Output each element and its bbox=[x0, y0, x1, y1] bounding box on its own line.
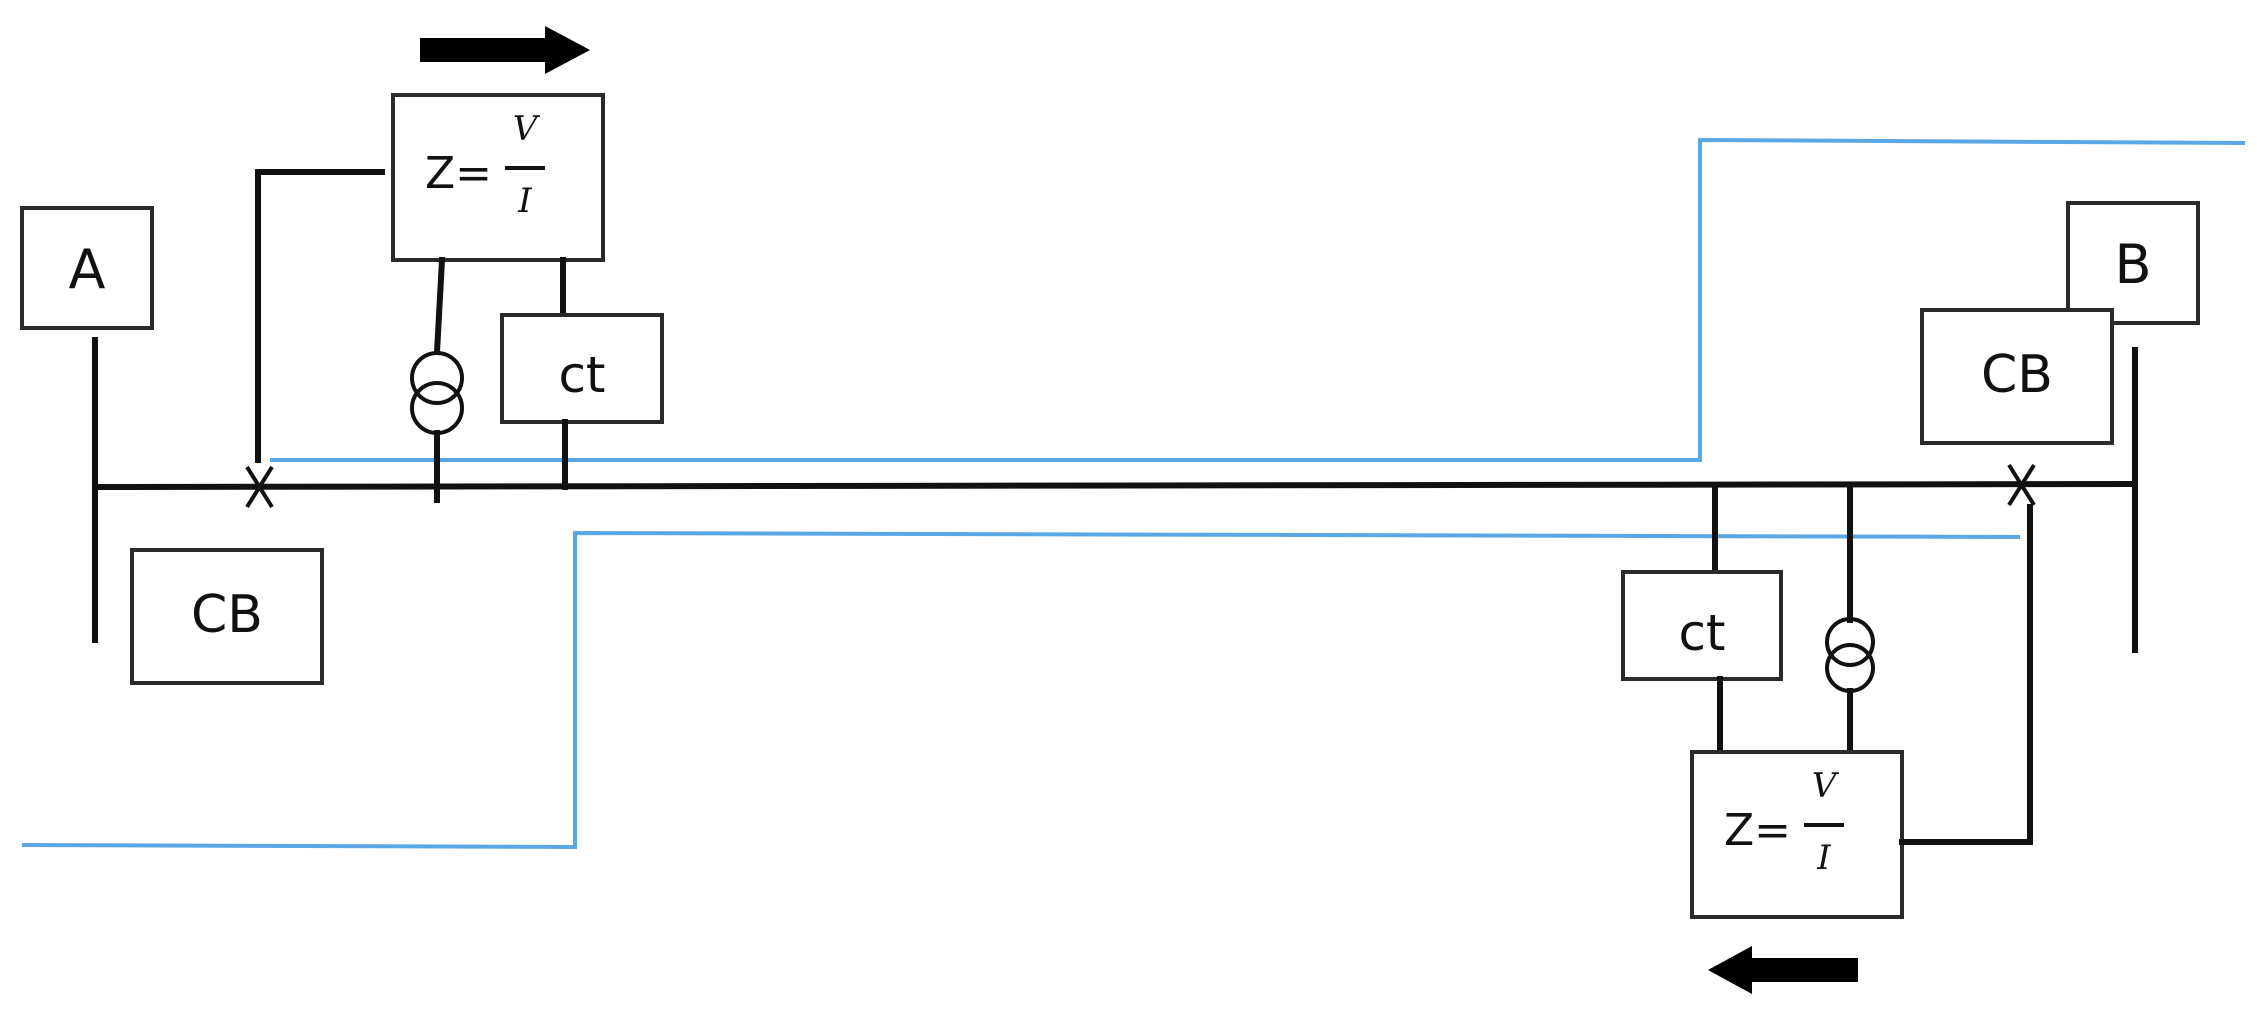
transmission-line bbox=[91, 480, 2136, 491]
relay-a-lhs: Z= bbox=[425, 148, 492, 199]
ct-b-box: ct bbox=[1621, 570, 1783, 681]
vt-a-upper-lead bbox=[433, 256, 446, 356]
direction-arrow-right bbox=[420, 26, 590, 74]
relay-a-box: Z= V I bbox=[391, 93, 605, 262]
relay-b-lhs: Z= bbox=[1724, 805, 1791, 856]
relay-b-denominator: I bbox=[1816, 838, 1831, 878]
vt-b-symbol bbox=[1825, 617, 1875, 693]
relay-a-trip-wire bbox=[255, 169, 385, 463]
direction-arrow-left bbox=[1708, 946, 1858, 994]
bus-b-label-box: B bbox=[2066, 201, 2200, 325]
breaker-a-symbol bbox=[245, 465, 274, 509]
ct-a-box: ct bbox=[500, 313, 664, 424]
breaker-b-label: CB bbox=[1981, 345, 2053, 405]
breaker-b-symbol bbox=[2007, 463, 2036, 507]
breaker-a-label-box: CB bbox=[130, 548, 324, 685]
breaker-b-label-box: CB bbox=[1920, 308, 2114, 445]
ct-b-label: ct bbox=[1678, 604, 1725, 662]
ct-a-label: ct bbox=[558, 346, 605, 404]
vt-a-symbol bbox=[410, 351, 464, 435]
breaker-a-label: CB bbox=[191, 585, 263, 645]
bus-a-label-box: A bbox=[20, 206, 154, 330]
relay-b-trip-wire bbox=[1899, 504, 2033, 845]
zone-relay-b bbox=[21, 530, 2021, 850]
bus-b-label: B bbox=[2114, 233, 2151, 296]
relay-a-denominator: I bbox=[517, 181, 532, 221]
relay-b-box: Z= V I bbox=[1690, 750, 1904, 919]
zone-relay-a bbox=[270, 137, 2246, 462]
relay-b-numerator: V bbox=[1812, 766, 1840, 806]
relay-a-numerator: V bbox=[513, 109, 541, 149]
bus-a-label: A bbox=[69, 238, 106, 301]
